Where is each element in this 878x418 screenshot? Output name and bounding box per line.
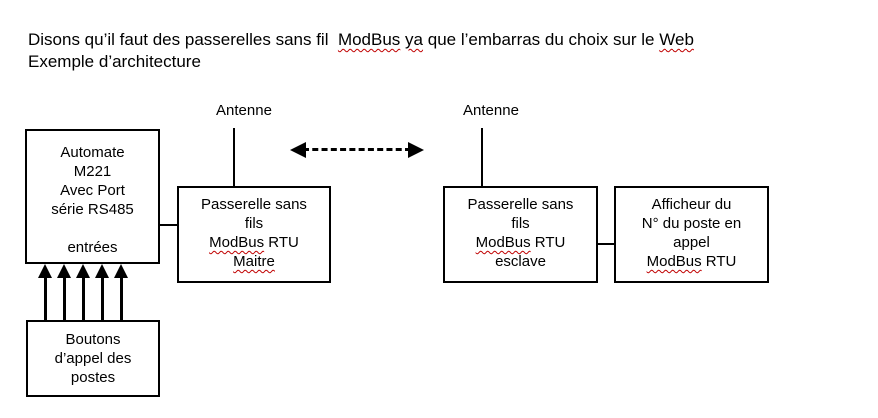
maitre-word-rtu: RTU [264, 234, 299, 251]
arrowhead-left-icon [290, 142, 306, 158]
title-word-modbus: ModBus [337, 30, 401, 49]
boutons-line: postes [70, 369, 116, 386]
connector-automate-maitre [159, 224, 177, 226]
antenna-line-left [233, 128, 235, 187]
title-text: Disons qu’il faut des passerelles sans f… [28, 30, 338, 49]
box-automate: Automate M221 Avec Port série RS485 entr… [25, 129, 160, 264]
title-text-2: que l’embarras du choix sur le [423, 30, 660, 49]
afficheur-line: appel [673, 234, 710, 251]
box-boutons: Boutons d’appel des postes [26, 320, 160, 397]
dashed-line [303, 148, 411, 151]
input-arrow-icon [57, 264, 71, 320]
afficheur-line: N° du poste en [641, 215, 742, 232]
subtitle: Exemple d’architecture [28, 52, 201, 71]
boutons-line: Boutons [65, 331, 121, 348]
afficheur-line-modbus: ModBus RTU [616, 252, 767, 271]
maitre-line: fils [244, 215, 264, 232]
esclave-line: Passerelle sans [467, 196, 574, 213]
esclave-line-modbus: ModBus RTU [445, 233, 596, 252]
maitre-word-modbus: ModBus [209, 234, 265, 251]
esclave-word-role: esclave [495, 253, 546, 270]
automate-line: Avec Port [60, 182, 125, 199]
input-arrow-icon [38, 264, 52, 320]
connector-esclave-afficheur [597, 243, 614, 245]
automate-line: Automate [60, 144, 125, 161]
afficheur-word-modbus: ModBus [646, 253, 702, 270]
box-passerelle-esclave: Passerelle sans fils ModBus RTU esclave [443, 186, 598, 283]
wireless-link-arrow [290, 142, 424, 158]
automate-line: M221 [73, 163, 112, 180]
automate-line: série RS485 [51, 201, 134, 218]
maitre-word-role: Maitre [233, 253, 275, 270]
input-arrow-icon [76, 264, 90, 320]
arrowhead-right-icon [408, 142, 424, 158]
afficheur-line: Afficheur du [651, 196, 732, 213]
maitre-line-modbus: ModBus RTU [179, 233, 329, 252]
esclave-line: fils [511, 215, 530, 232]
esclave-word-rtu: RTU [530, 234, 566, 251]
title-word-ya: ya [405, 30, 424, 49]
antenna-label-left: Antenne [216, 102, 272, 119]
boutons-line: d’appel des [54, 350, 132, 367]
box-passerelle-maitre: Passerelle sans fils ModBus RTU Maitre [177, 186, 331, 283]
afficheur-word-rtu: RTU [701, 253, 737, 270]
maitre-line: Passerelle sans [201, 196, 307, 213]
esclave-word-modbus: ModBus [475, 234, 531, 251]
page-title: Disons qu’il faut des passerelles sans f… [28, 29, 868, 73]
automate-line-entrees: entrées [67, 239, 118, 256]
input-arrow-icon [95, 264, 109, 320]
antenna-line-right [481, 128, 483, 187]
antenna-label-right: Antenne [463, 102, 519, 119]
input-arrow-icon [114, 264, 128, 320]
box-afficheur: Afficheur du N° du poste en appel ModBus… [614, 186, 769, 283]
title-word-web: Web [659, 30, 694, 49]
